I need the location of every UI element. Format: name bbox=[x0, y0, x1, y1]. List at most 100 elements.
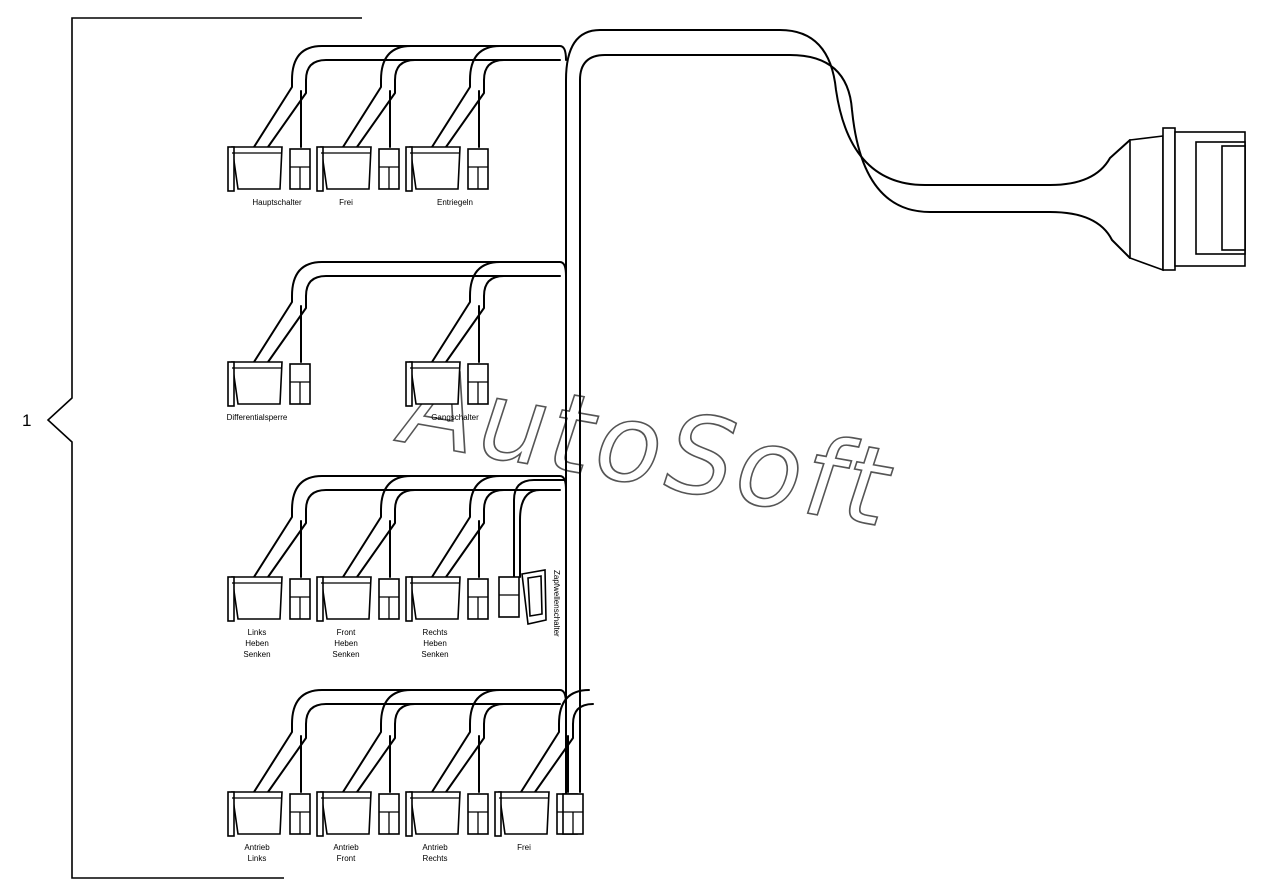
row-3-feeder-bottom bbox=[305, 703, 561, 725]
row-1-conn-0-drop-b bbox=[267, 295, 307, 363]
row-0-conn-1-loop-b bbox=[394, 59, 416, 81]
row-2-conn-1 bbox=[316, 576, 400, 622]
row-3-conn-0-drop-a bbox=[253, 723, 293, 793]
row-0-conn-0 bbox=[227, 146, 311, 192]
row-2-conn-2-latch bbox=[405, 576, 413, 622]
row-3-conn-1-latch bbox=[316, 791, 324, 837]
row-1-conn-1-loop-a bbox=[469, 261, 501, 297]
row-3-conn-3-loop-a bbox=[558, 689, 590, 725]
side-switch-wire-a bbox=[513, 479, 567, 578]
row-0-conn-2-drop-a bbox=[431, 79, 471, 148]
row-3-conn-1-drop-a bbox=[342, 723, 382, 793]
row-0-feeder-bottom bbox=[305, 59, 561, 81]
row-3-conn-2-latch bbox=[405, 791, 413, 837]
row-3-conn-0-label-line: Antrieb bbox=[244, 843, 270, 852]
row-3-conn-1-loop-a bbox=[380, 689, 412, 725]
side-switch-label: Zapfwellenschalter bbox=[552, 570, 561, 637]
row-0-conn-2 bbox=[405, 146, 489, 192]
row-3-feeder-top bbox=[291, 689, 567, 725]
row-2-conn-0-label-line: Heben bbox=[245, 639, 269, 648]
row-2-feeder-bottom bbox=[305, 489, 561, 511]
side-switch-inner bbox=[527, 575, 543, 617]
row-1-feeder-top bbox=[291, 261, 567, 297]
side-switch-connector bbox=[498, 569, 547, 625]
row-3-conn-0-body bbox=[231, 791, 283, 835]
row-3-conn-0-latch bbox=[227, 791, 235, 837]
row-3-conn-2 bbox=[405, 791, 489, 837]
row-2-conn-2-label-line: Heben bbox=[423, 639, 447, 648]
row-2-conn-2-label-line: Rechts bbox=[423, 628, 448, 637]
row-2-conn-1-label-line: Front bbox=[337, 628, 356, 637]
row-3-conn-0-label-line: Links bbox=[248, 854, 267, 863]
row-3-conn-3-drop-a bbox=[520, 723, 560, 793]
row-2-conn-2-drop-b bbox=[445, 509, 485, 578]
row-3-conn-2-label-line: Antrieb bbox=[422, 843, 448, 852]
row-3-conn-1-label-line: Antrieb bbox=[333, 843, 359, 852]
row-1-conn-1-loop-b bbox=[483, 275, 505, 297]
row-2-conn-0-drop-b bbox=[267, 509, 307, 578]
row-2-conn-1-label-line: Heben bbox=[334, 639, 358, 648]
row-2-conn-2-loop-a bbox=[469, 475, 501, 511]
row-1-conn-0-label-line: Differentialsperre bbox=[227, 413, 288, 422]
row-3-conn-3-drop-b bbox=[534, 723, 574, 793]
row-2-conn-2 bbox=[405, 576, 489, 622]
row-0-conn-1-latch bbox=[316, 146, 324, 192]
row-1-conn-0 bbox=[227, 361, 311, 407]
row-0-conn-1-label-line: Frei bbox=[339, 198, 353, 207]
grouping-bracket bbox=[46, 17, 362, 879]
row-2-conn-2-loop-b bbox=[483, 489, 505, 511]
row-0-conn-1-body bbox=[320, 146, 372, 190]
row-1-conn-0-drop-a bbox=[253, 295, 293, 363]
row-0-conn-0-drop-b bbox=[267, 79, 307, 148]
row-0-conn-1-loop-a bbox=[380, 45, 412, 81]
side-switch-plug bbox=[498, 576, 520, 618]
harness-connectors bbox=[227, 146, 584, 837]
row-1-feeder-bottom bbox=[305, 275, 561, 297]
trunk-to-plug-lower bbox=[579, 54, 1131, 259]
row-2-conn-1-label-line: Senken bbox=[332, 650, 359, 659]
harness-wires bbox=[253, 29, 1131, 801]
row-2-conn-1-drop-a bbox=[342, 509, 382, 578]
row-1-conn-1-drop-b bbox=[445, 295, 485, 363]
row-1-conn-1-drop-a bbox=[431, 295, 471, 363]
row-3-conn-3-latch bbox=[494, 791, 502, 837]
row-0-conn-1-drop-a bbox=[342, 79, 382, 148]
row-2-conn-0-drop-a bbox=[253, 509, 293, 578]
row-2-conn-2-body bbox=[409, 576, 461, 620]
row-0-conn-2-latch bbox=[405, 146, 413, 192]
row-0-conn-1-drop-b bbox=[356, 79, 396, 148]
row-0-conn-0-latch bbox=[227, 146, 235, 192]
row-2-conn-2-label-line: Senken bbox=[421, 650, 448, 659]
row-2-conn-1-body bbox=[320, 576, 372, 620]
row-3-conn-0 bbox=[227, 791, 311, 837]
side-switch-wire-b bbox=[519, 489, 541, 578]
row-0-conn-1 bbox=[316, 146, 400, 192]
row-1-conn-1-latch bbox=[405, 361, 413, 407]
row-0-conn-2-drop-b bbox=[445, 79, 485, 148]
row-3-conn-2-drop-b bbox=[445, 723, 485, 793]
row-2-conn-1-drop-b bbox=[356, 509, 396, 578]
main-harness-plug bbox=[1129, 127, 1246, 272]
row-3-conn-2-drop-a bbox=[431, 723, 471, 793]
row-3-conn-2-loop-b bbox=[483, 703, 505, 725]
row-0-feeder-top bbox=[291, 45, 567, 81]
row-1-conn-1 bbox=[405, 361, 489, 407]
row-0-conn-0-drop-a bbox=[253, 79, 293, 148]
row-2-conn-1-loop-b bbox=[394, 489, 416, 511]
row-3-extra-plug bbox=[562, 793, 584, 835]
row-3-conn-3-label-line: Frei bbox=[517, 843, 531, 852]
row-3-conn-1-drop-b bbox=[356, 723, 396, 793]
item-index-label: 1 bbox=[22, 411, 31, 430]
row-0-conn-2-loop-a bbox=[469, 45, 501, 81]
row-1-conn-1-body bbox=[409, 361, 461, 405]
row-2-conn-0-latch bbox=[227, 576, 235, 622]
row-2-conn-0-label-line: Links bbox=[248, 628, 267, 637]
row-3-conn-0-drop-b bbox=[267, 723, 307, 793]
row-1-conn-0-latch bbox=[227, 361, 235, 407]
row-3-conn-2-loop-a bbox=[469, 689, 501, 725]
row-3-conn-1-label-line: Front bbox=[337, 854, 356, 863]
row-3-conn-1-loop-b bbox=[394, 703, 416, 725]
row-2-conn-1-latch bbox=[316, 576, 324, 622]
